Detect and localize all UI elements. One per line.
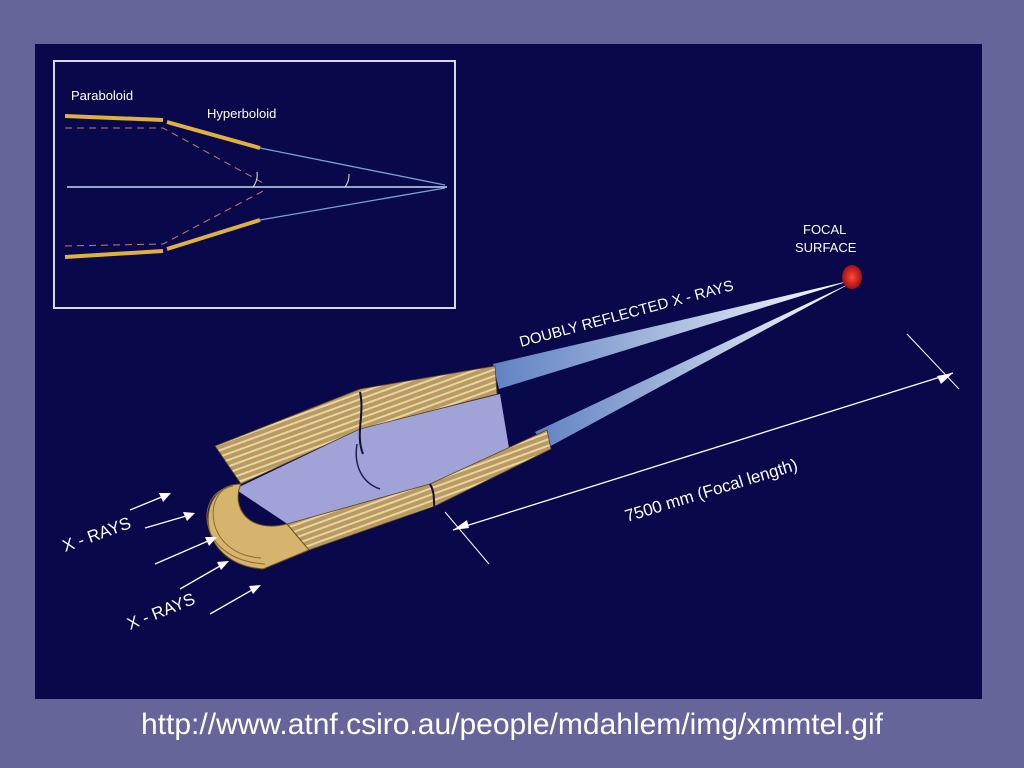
upper-ray-beam <box>493 280 853 389</box>
shell-ring-1 <box>212 485 262 559</box>
inset-ray-diagram: Paraboloid Hyperboloid <box>53 60 456 309</box>
segment-divider-bottom <box>429 483 438 513</box>
focal-label-line1: FOCAL <box>803 222 846 237</box>
lower-ray-beam <box>535 282 853 448</box>
angle-arc-4 <box>252 171 258 188</box>
hyperboloid-label: Hyperboloid <box>207 106 276 121</box>
focal-length-extension-right <box>906 333 960 390</box>
incoming-arrowhead-5 <box>249 585 261 594</box>
incoming-arrow-4 <box>179 561 228 590</box>
source-url-caption: http://www.atnf.csiro.au/people/mdahlem/… <box>141 708 883 741</box>
lower-paraboloid-mirror <box>64 249 164 259</box>
paraboloid-label: Paraboloid <box>71 88 133 103</box>
focal-length-extension-left <box>444 511 490 565</box>
incoming-arrowhead-2 <box>183 512 195 521</box>
focal-surface-dot <box>842 265 862 289</box>
incoming-arrow-3 <box>154 537 216 565</box>
upper-reflected-ray <box>259 147 446 186</box>
reflected-ray-beams <box>493 280 853 448</box>
mirror-shell-module <box>206 365 552 570</box>
incoming-arrowhead-4 <box>217 561 229 570</box>
focal-length-arrow-line <box>452 372 954 531</box>
diagram-panel: Paraboloid Hyperboloid 7500 mm (Focal le… <box>35 44 982 699</box>
incoming-arrow-5 <box>209 585 260 615</box>
upper-paraboloid-mirror <box>64 114 164 122</box>
focal-label-line2: SURFACE <box>795 240 857 255</box>
segment-divider-top <box>358 391 364 455</box>
incoming-arrowhead-1 <box>159 493 171 502</box>
focal-length-label: 7500 mm (Focal length) <box>623 455 800 526</box>
xrays-upper-label: X - RAYS <box>60 513 134 555</box>
xmm-telescope-diagram: Paraboloid Hyperboloid 7500 mm (Focal le… <box>53 60 960 634</box>
upper-dashed-ray <box>65 127 266 185</box>
angle-arc-2 <box>344 173 350 188</box>
shell-ring-2 <box>206 487 266 565</box>
lower-reflected-ray <box>259 187 446 221</box>
mirror-interior <box>235 394 510 529</box>
mirror-shell-end-face <box>207 483 310 570</box>
focal-length-arrowhead-right <box>937 373 953 384</box>
incoming-arrowhead-3 <box>205 537 217 546</box>
lower-hyperboloid-mirror <box>166 218 261 251</box>
interior-divider <box>355 443 381 490</box>
focal-length-arrowhead-left <box>453 520 469 530</box>
incoming-xray-arrows <box>129 493 261 615</box>
upper-hyperboloid-mirror <box>166 120 261 150</box>
lower-dashed-ray <box>64 189 266 247</box>
xrays-lower-label: X - RAYS <box>124 589 197 633</box>
